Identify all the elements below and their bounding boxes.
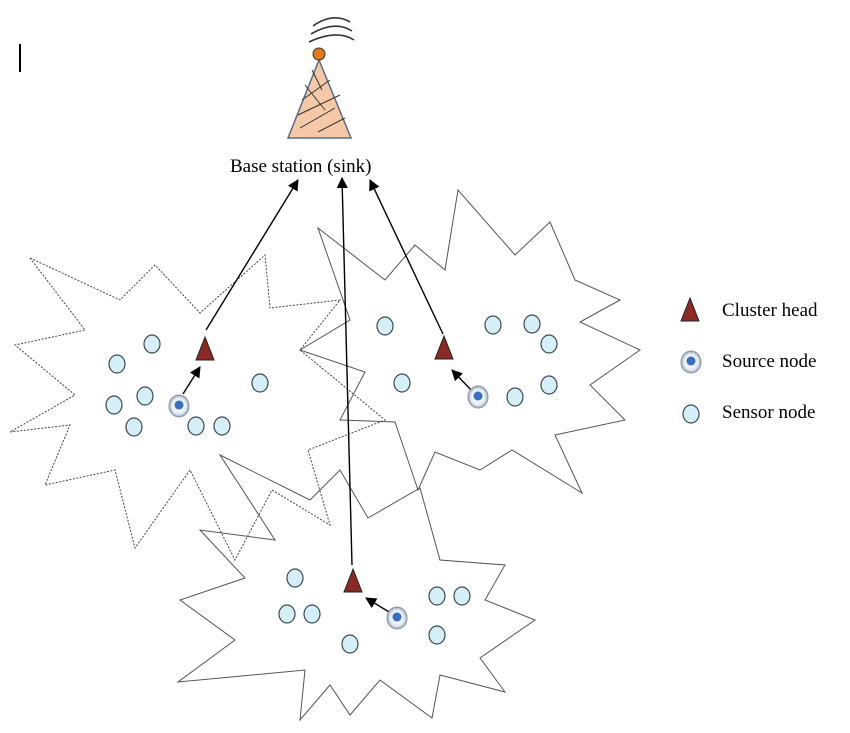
- legend-item-source-node: Source node: [680, 350, 816, 374]
- sensor-node: [506, 387, 524, 407]
- sensor-node-icon: [682, 404, 700, 424]
- sensor-node: [108, 354, 126, 374]
- sensor-node: [341, 634, 359, 654]
- sensor-node: [251, 373, 269, 393]
- sensor-node: [278, 604, 296, 624]
- sensor-node: [286, 568, 304, 588]
- sensor-node: [453, 586, 471, 606]
- sensor-node: [187, 416, 205, 436]
- legend-label-sensor-node: Sensor node: [722, 402, 815, 423]
- sensor-node: [428, 586, 446, 606]
- cluster-head-bottom: [343, 567, 363, 593]
- sensor-node: [136, 386, 154, 406]
- legend-item-cluster-head: Cluster head: [680, 296, 818, 322]
- base-station-label: Base station (sink): [230, 156, 371, 177]
- sensor-node: [213, 416, 231, 436]
- legend-item-sensor-node: Sensor node: [682, 402, 815, 424]
- sensor-node: [540, 375, 558, 395]
- legend-label-source-node: Source node: [722, 351, 816, 372]
- source-arrow-bottom: [365, 597, 390, 613]
- cluster-boundary-bottom: [176, 453, 537, 722]
- source-arrow-left: [182, 366, 201, 395]
- source-arrow-right: [451, 369, 474, 393]
- sensor-node: [484, 315, 502, 335]
- cluster-boundary-left: [9, 253, 386, 562]
- cluster-boundary-right: [298, 188, 641, 495]
- sensor-node: [143, 334, 161, 354]
- cluster-head-icon: [680, 296, 700, 322]
- sensor-node: [105, 395, 123, 415]
- sensor-node: [125, 417, 143, 437]
- base-station-icon: [286, 17, 355, 139]
- legend: Cluster head Source node Sensor node: [680, 296, 818, 424]
- source-node-left: [168, 394, 190, 418]
- cluster-head-left: [195, 335, 215, 361]
- uplink-arrow-right: [369, 178, 444, 335]
- sensor-node: [523, 314, 541, 334]
- sensor-node: [303, 604, 321, 624]
- source-node-right: [467, 385, 489, 409]
- source-node-icon: [680, 350, 702, 374]
- uplink-arrow-left: [205, 179, 299, 331]
- source-node-bottom: [386, 606, 408, 630]
- sensor-node: [428, 625, 446, 645]
- uplink-arrow-bottom: [336, 176, 353, 566]
- sensor-nodes: [105, 314, 558, 654]
- sensor-node: [540, 334, 558, 354]
- legend-label-cluster-head: Cluster head: [722, 300, 818, 321]
- sensor-node: [393, 373, 411, 393]
- cluster-head-right: [434, 334, 454, 360]
- sensor-node: [376, 316, 394, 336]
